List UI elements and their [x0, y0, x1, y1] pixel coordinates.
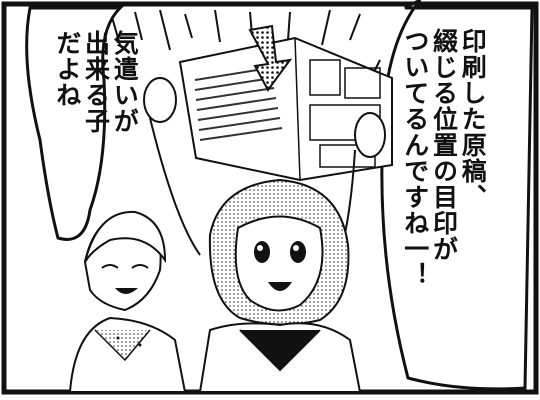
down-arrow-icon: [248, 24, 293, 92]
girl-face: [234, 215, 324, 312]
right-bubble-line: ついてるんですね一！: [400, 28, 430, 288]
left-hand: [143, 77, 177, 123]
right-bubble-text: 印刷した原稿、 綴じる位置の目印が ついてるんですね一！: [400, 28, 488, 368]
right-bubble-line: 綴じる位置の目印が: [429, 28, 459, 262]
left-character-hair: [84, 210, 167, 264]
left-bubble-line: だよね: [52, 30, 82, 108]
right-speech-bubble: [380, 0, 534, 391]
right-bubble-line: 印刷した原稿、: [458, 28, 488, 210]
manuscript-text-lines: [194, 67, 283, 141]
left-bubble-line: 出来る子: [81, 30, 111, 134]
left-speech-bubble: [25, 6, 124, 241]
left-bubble-line: 気遣いが: [110, 30, 140, 134]
left-character-mouth: [115, 288, 138, 294]
girl-right-eye: [290, 241, 306, 263]
girl-mouth: [268, 282, 292, 291]
girl-left-eye: [254, 241, 270, 263]
girl-collar: [239, 329, 321, 372]
right-hand: [354, 112, 386, 158]
left-bubble-text: 気遣いが 出来る子 だよね: [52, 30, 140, 230]
